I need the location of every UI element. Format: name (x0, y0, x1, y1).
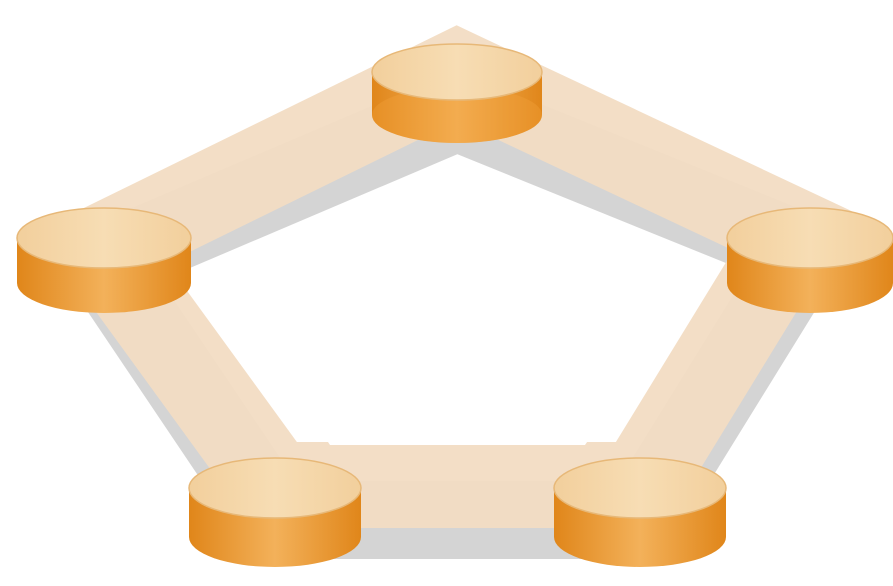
node-disk-right (727, 208, 893, 313)
node-disk-top (372, 44, 542, 143)
caption-partial (240, 0, 720, 18)
node-disk-bottom-right (554, 458, 726, 567)
node-disk-left (17, 208, 191, 313)
node-disk-bottom-left (189, 458, 361, 567)
